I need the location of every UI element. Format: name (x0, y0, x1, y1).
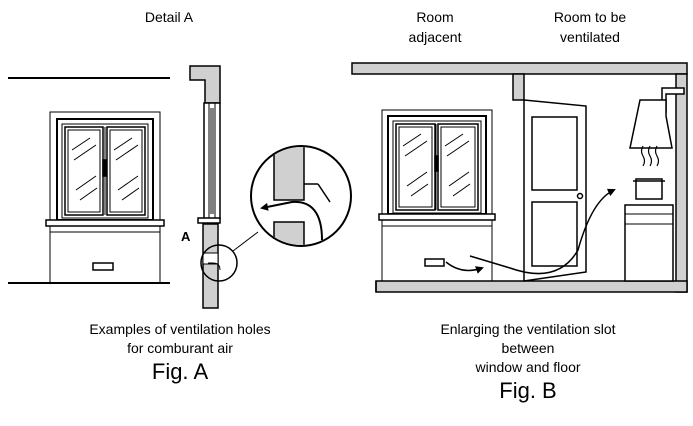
fig-a-room (8, 77, 170, 284)
fig-b-label: Fig. B (499, 378, 557, 403)
detail-a-title: Detail A (144, 9, 194, 25)
fig-b-walls (351, 62, 688, 293)
fig-a-label: Fig. A (151, 359, 209, 384)
fig-b-window (378, 109, 496, 281)
detail-a-marker: A (181, 229, 191, 244)
room-adjacent-label-line2: adjacent (408, 29, 462, 45)
fig-b-caption-line3: window and floor (475, 359, 581, 375)
room-adjacent-label-line1: Room (416, 9, 454, 25)
fig-b-airflow-arrow (445, 188, 616, 275)
fig-a-caption-line1: Examples of ventilation holes (89, 321, 271, 337)
fig-b-caption-line2: between (501, 340, 555, 356)
room-ventilated-label-line1: Room to be (553, 9, 627, 25)
fig-a-detail-magnifier (232, 145, 352, 252)
fig-a-wall-section (189, 65, 238, 309)
fig-b-boiler-and-hood (624, 87, 685, 282)
room-ventilated-label-line2: ventilated (560, 29, 620, 45)
fig-b-caption-line1: Enlarging the ventilation slot (440, 321, 616, 337)
fig-a-caption-line2: for comburant air (127, 340, 233, 356)
fig-b-door (513, 99, 587, 282)
